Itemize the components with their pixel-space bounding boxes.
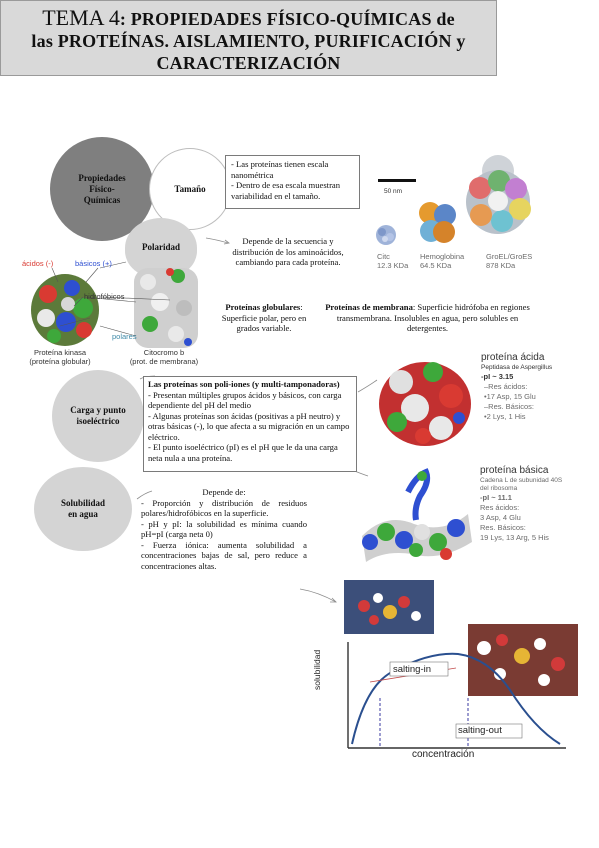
label-kinasa: Proteína kinasa (proteína globular) [29,348,91,366]
scale-bar-label: 50 nm [384,188,403,195]
arrow-polaridad [205,237,229,244]
basica-info: proteína básica Cadena L de subunidad 40… [480,465,563,542]
title-line-3: CARACTERIZACIÓN [156,53,341,73]
protein-citocromo-image [134,268,198,348]
acida-info: proteína ácida Peptidasa de Aspergillus … [481,352,553,421]
globular-text: Proteínas globulares: Superficie polar, … [221,302,307,333]
carga-box: Las proteínas son poli-iones (y multi-ta… [143,376,357,472]
membrana-text: Proteínas de membrana: Superficie hidróf… [325,302,530,333]
solubilidad-text: Depende de: - Proporción y distribución … [141,487,307,571]
protein-basica-image [362,468,472,562]
plot-salting-in: salting-in [393,664,432,675]
protein-kinasa-image [31,274,99,346]
plot-salting-out: salting-out [458,725,502,736]
label-citocromo: Citocromo b (prot. de membrana) [129,348,199,366]
circle-propiedades: Propiedades Físico-Químicas [50,137,154,241]
title-line-1: TEMA 4: PROPIEDADES FÍSICO-QUÍMICAS de [1,7,496,30]
protein-citc-image [376,225,396,245]
polaridad-text: Depende de la secuencia y distribución d… [232,236,344,267]
protein-groel-image [466,155,531,234]
circle-tamano: Tamaño [149,148,231,230]
title-line-2: las PROTEÍNAS. AISLAMIENTO, PURIFICACIÓN… [31,31,466,51]
label-hidrofobicos: hidrofóbicos [84,292,125,301]
citc-label: Citc 12.3 KDa [377,252,409,270]
hemoglobina-label: Hemoglobina 64.5 KDa [420,252,465,270]
groel-label: GroEL/GroES 878 KDa [486,252,533,270]
tamano-box: - Las proteínas tienen escala nanométric… [225,155,360,209]
title-tema: TEMA 4 [42,5,120,30]
plot-ylabel: solubilidad [312,649,322,690]
label-polares: polares [112,332,137,341]
protein-acida-image [379,362,471,446]
solubility-curve [351,652,561,745]
circle-carga: Carga y punto isoeléctrico [52,370,144,462]
salting-plot [344,580,578,749]
arrow-solubilidad-plot [299,588,337,603]
protein-hemoglobina-image [419,202,456,243]
circle-solubilidad: Solubilidad en agua [34,467,132,551]
title-line-1-rest: : PROPIEDADES FÍSICO-QUÍMICAS de [119,9,455,29]
label-basicos: básicos (+) [75,259,112,268]
scale-bar [378,179,416,182]
label-acidos: ácidos (-) [22,259,54,268]
plot-xlabel: concentración [412,749,475,760]
title-banner: TEMA 4: PROPIEDADES FÍSICO-QUÍMICAS de l… [0,0,497,76]
